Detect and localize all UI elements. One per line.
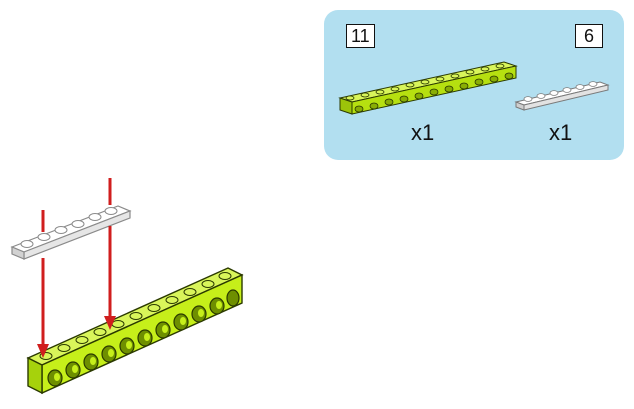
placement-arrows	[37, 178, 116, 358]
part-quantity-plate: x1	[549, 120, 573, 145]
parts-list-panel: 11 6 x1	[324, 10, 624, 160]
plate-part-icon	[514, 81, 610, 111]
lime-technic-beam	[26, 267, 244, 395]
white-plate	[10, 205, 132, 260]
part-count-badge-6: 6	[575, 24, 603, 48]
technic-beam-part-icon	[338, 61, 518, 115]
part-quantity-beam: x1	[411, 120, 435, 145]
part-count-badge-11: 11	[346, 24, 375, 48]
